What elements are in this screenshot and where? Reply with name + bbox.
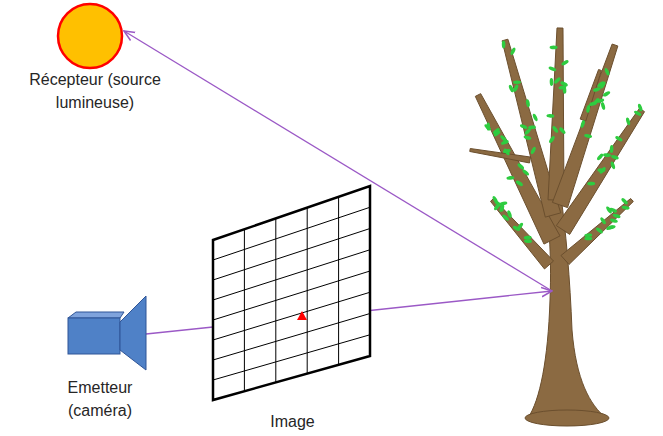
- leaf: [502, 40, 506, 48]
- leaf: [525, 99, 530, 108]
- light-source: Récepteur (source lumineuse): [20, 2, 170, 114]
- grid-line: [213, 314, 370, 361]
- leaf: [500, 204, 504, 212]
- tree-branch: [490, 199, 553, 269]
- camera-lens: [120, 296, 146, 370]
- leaf: [603, 153, 611, 157]
- leaf: [637, 103, 643, 112]
- leaf: [524, 239, 532, 243]
- leaf: [595, 226, 603, 234]
- light-source-circle: [58, 4, 122, 68]
- leaf: [550, 78, 554, 86]
- leaf: [604, 67, 611, 76]
- leaf: [625, 117, 631, 126]
- tree-base: [525, 410, 609, 426]
- leaf: [550, 46, 558, 50]
- leaf: [517, 162, 525, 170]
- leaf: [492, 195, 499, 204]
- leaf: [633, 110, 642, 117]
- leaf: [493, 203, 501, 212]
- tree-leaves: [484, 40, 644, 243]
- leaf: [502, 148, 511, 153]
- leaf: [580, 120, 586, 129]
- leaf: [611, 154, 620, 160]
- tree-branch: [556, 108, 644, 234]
- leaf: [605, 206, 613, 215]
- leaf: [548, 135, 556, 144]
- leaf: [558, 85, 567, 90]
- leaf: [506, 176, 514, 180]
- leaf: [610, 218, 619, 224]
- leaf: [610, 161, 616, 170]
- leaf: [551, 125, 559, 134]
- leaf: [606, 224, 615, 230]
- tree: [470, 28, 645, 426]
- leaf: [501, 139, 510, 145]
- leaf: [593, 87, 602, 93]
- leaf: [532, 113, 539, 122]
- leaf: [558, 126, 566, 134]
- tree-branch: [580, 70, 601, 121]
- leaf: [610, 145, 614, 153]
- tree-branch: [548, 28, 564, 200]
- leaf: [486, 123, 490, 131]
- leaf: [522, 168, 530, 176]
- tree-branch: [561, 199, 633, 265]
- camera: Emetteur (caméra): [50, 290, 150, 425]
- image-plane: [213, 186, 370, 400]
- leaf: [524, 235, 532, 239]
- node-label: Image: [205, 410, 380, 433]
- ray: [146, 327, 213, 334]
- leaf: [592, 97, 600, 105]
- leaf: [612, 213, 621, 219]
- leaf: [602, 90, 611, 97]
- leaf: [506, 210, 512, 219]
- leaf: [508, 84, 515, 93]
- leaf: [548, 66, 557, 72]
- leaf: [530, 146, 537, 155]
- leaf: [599, 216, 606, 225]
- leaf: [524, 127, 532, 135]
- leaf: [615, 135, 624, 142]
- grid-line: [213, 271, 370, 320]
- leaf: [493, 130, 501, 138]
- node-shape: [205, 180, 380, 433]
- node-label: Récepteur (source lumineuse): [20, 68, 170, 114]
- camera-top: [68, 312, 124, 318]
- node-label: Emetteur (caméra): [50, 376, 150, 422]
- leaf: [586, 105, 591, 114]
- image-plane: Image: [205, 180, 380, 433]
- leaf: [519, 123, 528, 130]
- pixel-marker: [297, 311, 307, 320]
- grid-line: [213, 250, 370, 300]
- leaf: [546, 114, 554, 118]
- leaf: [621, 205, 629, 210]
- tree-branch: [552, 44, 617, 208]
- camera-body: [68, 318, 120, 354]
- leaf: [523, 135, 532, 141]
- leaf: [515, 180, 524, 187]
- leaf: [587, 182, 595, 186]
- leaf: [584, 133, 593, 138]
- leaf: [561, 59, 570, 66]
- leaf: [484, 123, 492, 131]
- leaf: [600, 102, 606, 111]
- grid-line: [213, 229, 370, 281]
- leaf: [513, 80, 521, 84]
- leaf: [503, 148, 511, 156]
- leaf: [620, 197, 628, 205]
- leaf: [553, 76, 561, 84]
- tree-branches: [470, 28, 645, 269]
- leaf: [596, 153, 604, 161]
- leaf: [597, 80, 605, 88]
- grid-line: [213, 335, 370, 380]
- leaf: [584, 233, 592, 237]
- grid-line: [213, 207, 370, 260]
- leaf: [516, 222, 524, 231]
- leaf: [584, 237, 592, 241]
- leaf: [510, 47, 517, 56]
- leaf: [599, 166, 607, 174]
- grid-line: [213, 292, 370, 340]
- tree-branch: [470, 149, 531, 163]
